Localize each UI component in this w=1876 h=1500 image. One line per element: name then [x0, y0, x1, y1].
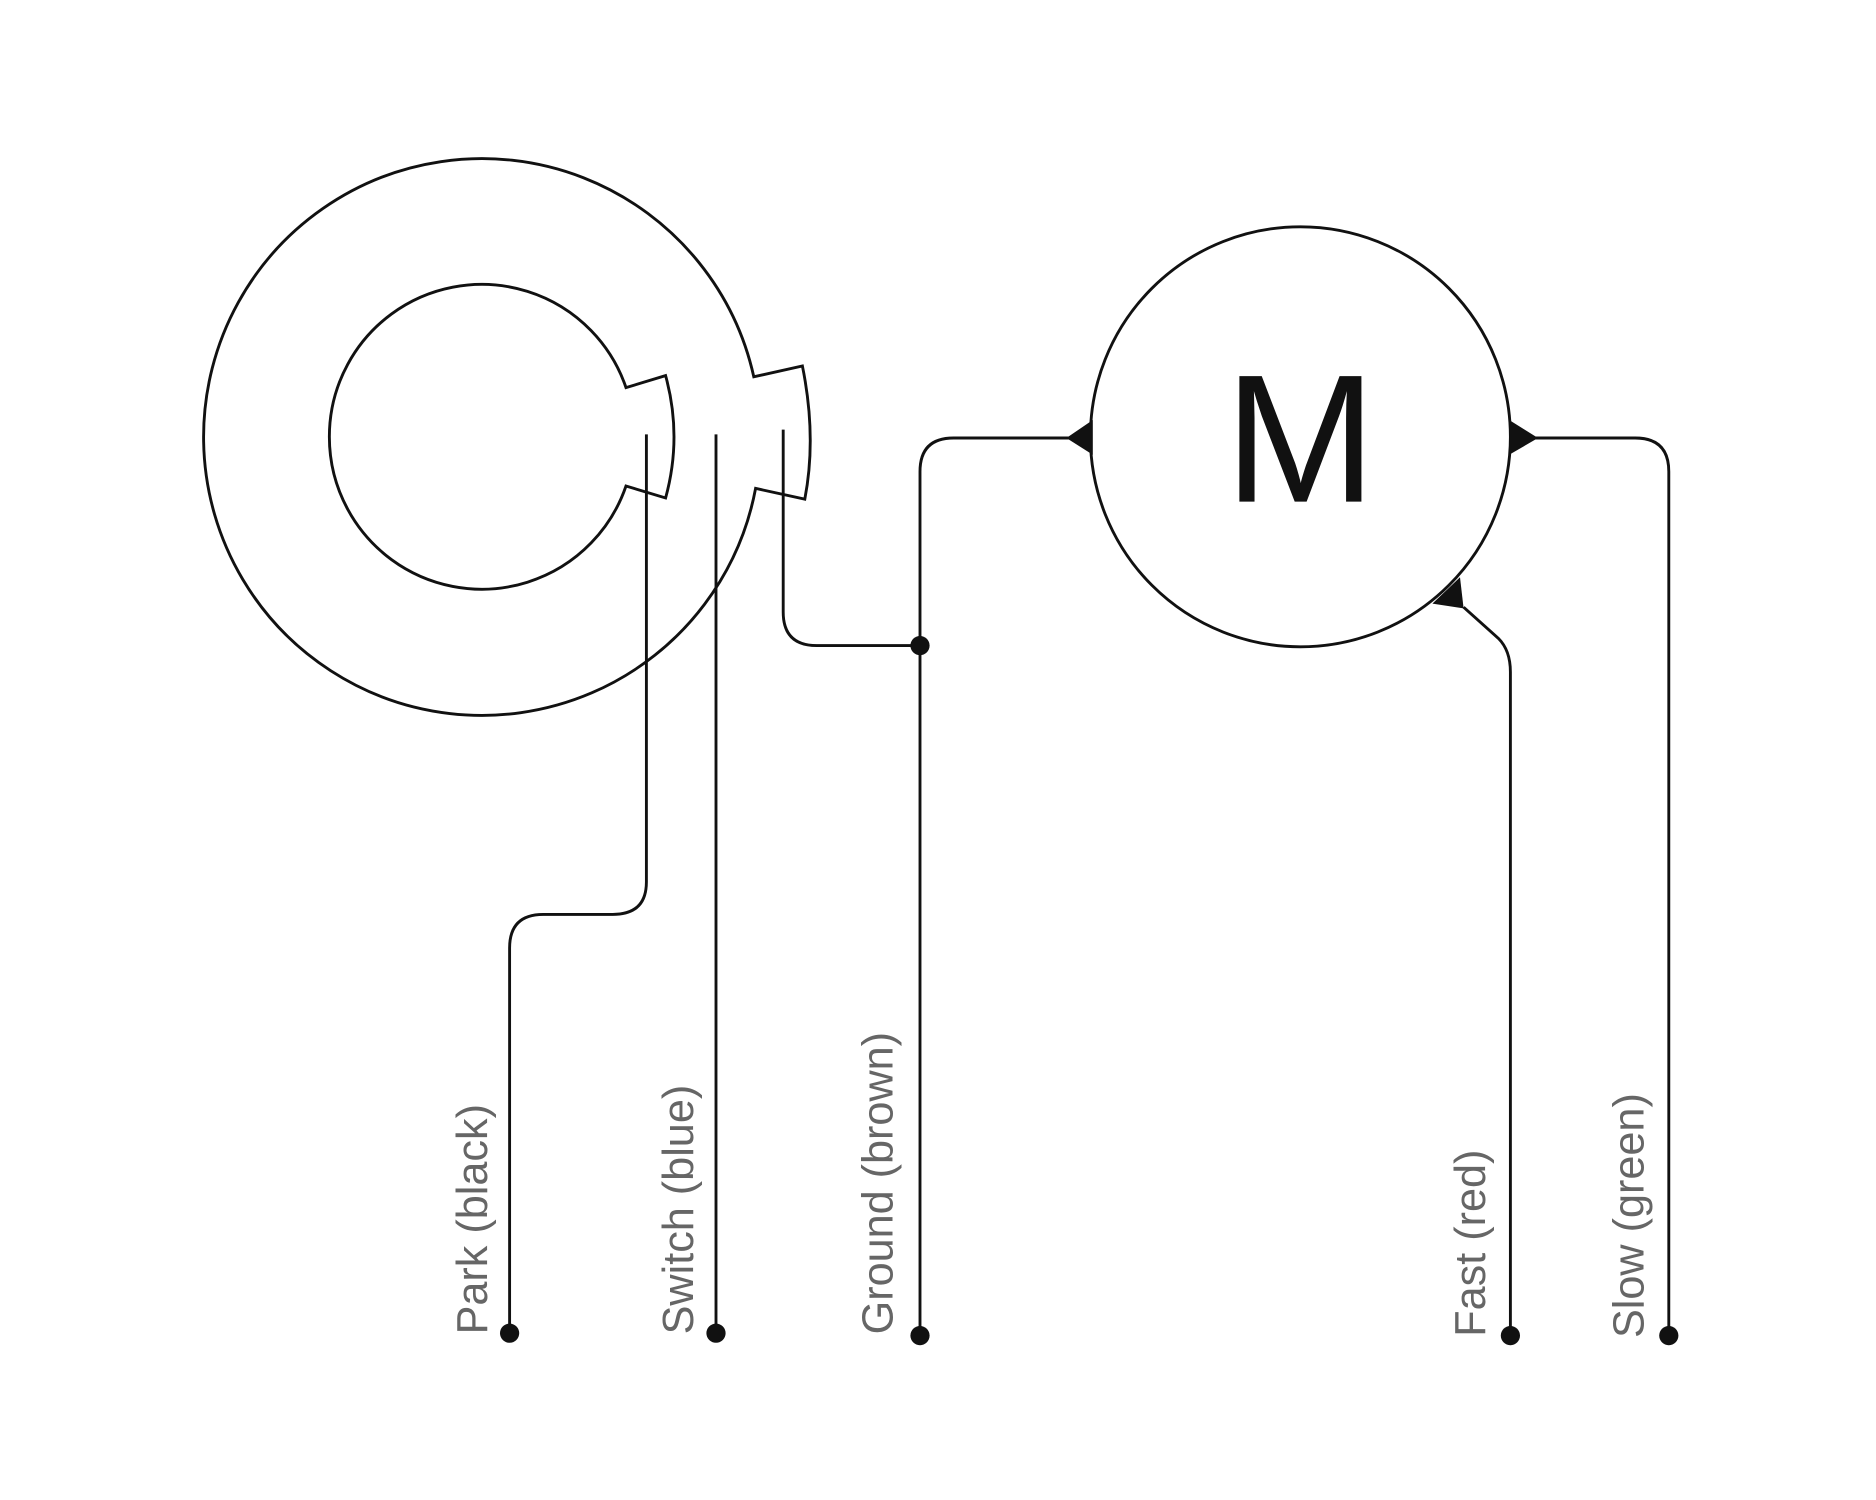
- park-label: Park (black): [449, 1104, 497, 1334]
- slow-wire: [1534, 436, 1671, 1336]
- fast-terminal: [1432, 577, 1464, 609]
- slow-terminal-dot: [1659, 1326, 1679, 1346]
- fast-label: Fast (red): [1447, 1150, 1495, 1337]
- junction-dot: [910, 636, 930, 656]
- ground-wire: [918, 436, 1069, 1336]
- switch-terminal-dot: [706, 1323, 726, 1343]
- slow-label: Slow (green): [1606, 1093, 1654, 1338]
- motor-symbol: M: [1224, 337, 1376, 541]
- ground-terminal-dot: [910, 1326, 930, 1346]
- ground-label: Ground (brown): [854, 1032, 902, 1334]
- switch-label: Switch (blue): [655, 1085, 703, 1335]
- cam-outer-ring: [202, 157, 812, 717]
- cam-inner-ring: [327, 283, 676, 591]
- ground-terminal: [1066, 420, 1093, 455]
- park-terminal-dot: [500, 1323, 520, 1343]
- fast-wire: [1462, 606, 1512, 1336]
- fast-terminal-dot: [1500, 1326, 1520, 1346]
- slow-terminal: [1509, 420, 1538, 455]
- park-cam: [202, 157, 812, 717]
- cam-ground-wire: [781, 429, 920, 648]
- park-wire: [508, 434, 648, 1334]
